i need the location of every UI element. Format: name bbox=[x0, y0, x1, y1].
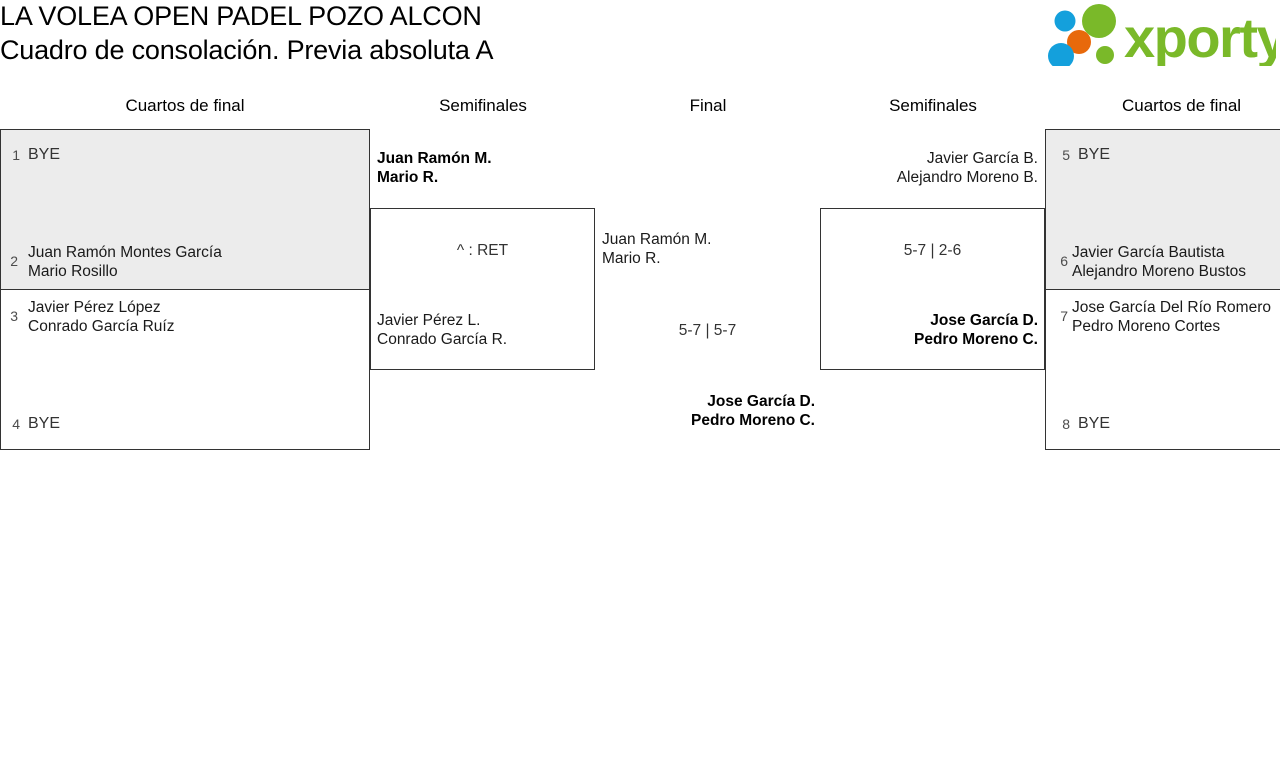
right-qf1-highlight bbox=[1046, 130, 1280, 289]
entrant-name: Alejandro Moreno Bustos bbox=[1072, 263, 1247, 280]
entrant-name: Mario R. bbox=[602, 250, 661, 267]
entrant-name: Javier Pérez L. bbox=[377, 312, 481, 329]
entrant-name: BYE bbox=[28, 146, 61, 163]
left-semifinal-score: ^ : RET bbox=[456, 242, 509, 259]
seed-number: 8 bbox=[1062, 416, 1070, 432]
right-semifinal-box bbox=[820, 208, 1045, 370]
seed-number: 1 bbox=[12, 147, 20, 163]
final-bottom-entrant[interactable]: Jose García D. Pedro Moreno C. bbox=[595, 392, 815, 430]
seed-number: 4 bbox=[12, 416, 20, 432]
left-qf2-bottom-entrant[interactable]: 4 BYE bbox=[0, 414, 360, 433]
seed-number: 2 bbox=[10, 253, 18, 269]
entrant-name: Juan Ramón M. bbox=[602, 231, 712, 248]
left-qf1-highlight bbox=[1, 130, 369, 289]
entrant-name: Javier Pérez López bbox=[28, 299, 161, 316]
final-top-entrant[interactable]: Juan Ramón M. Mario R. bbox=[602, 230, 817, 268]
seed-number: 7 bbox=[1060, 308, 1068, 324]
entrant-name: Conrado García R. bbox=[377, 331, 508, 348]
right-semifinal-bottom-entrant[interactable]: Jose García D. Pedro Moreno C. bbox=[823, 311, 1038, 349]
right-quarterfinals-box bbox=[1045, 129, 1280, 450]
entrant-name: Juan Ramón Montes García bbox=[28, 244, 222, 261]
entrant-name: Conrado García Ruíz bbox=[28, 318, 175, 335]
right-qf2-bottom-entrant[interactable]: 8 BYE bbox=[1052, 414, 1280, 433]
seed-number: 5 bbox=[1062, 147, 1070, 163]
right-qf1-bottom-entrant[interactable]: 6 Javier García Bautista Alejandro Moren… bbox=[1050, 243, 1280, 281]
svg-text:xporty: xporty bbox=[1124, 6, 1276, 66]
xporty-logo[interactable]: xporty bbox=[1048, 4, 1276, 66]
round-header-right-semis: Semifinales bbox=[889, 96, 977, 115]
round-header-right-quarters: Cuartos de final bbox=[1122, 96, 1242, 115]
entrant-name: BYE bbox=[1078, 146, 1111, 163]
entrant-name: Pedro Moreno Cortes bbox=[1072, 318, 1221, 335]
final-score: 5-7 | 5-7 bbox=[678, 322, 737, 339]
logo-dots-icon bbox=[1048, 4, 1116, 66]
entrant-name: Juan Ramón M. bbox=[377, 150, 492, 167]
right-qf2-top-entrant[interactable]: 7 Jose García Del Río Romero Pedro Moren… bbox=[1050, 298, 1280, 336]
left-qf-divider bbox=[0, 289, 370, 290]
left-qf1-bottom-entrant[interactable]: 2 Juan Ramón Montes García Mario Rosillo bbox=[0, 243, 360, 281]
entrant-name: Javier García B. bbox=[926, 150, 1038, 167]
entrant-name: Alejandro Moreno B. bbox=[896, 169, 1038, 186]
entrant-name: BYE bbox=[1078, 415, 1111, 432]
tournament-name: LA VOLEA OPEN PADEL POZO ALCON bbox=[0, 1, 482, 31]
left-quarterfinals-box bbox=[0, 129, 370, 450]
entrant-name: Jose García D. bbox=[930, 312, 1038, 329]
entrant-name: Mario Rosillo bbox=[28, 263, 118, 280]
logo-wordmark-icon: xporty bbox=[1124, 6, 1276, 66]
entrant-name: Pedro Moreno C. bbox=[690, 412, 815, 429]
seed-number: 6 bbox=[1060, 253, 1068, 269]
right-semifinal-score: 5-7 | 2-6 bbox=[903, 242, 962, 259]
right-semifinal-top-entrant[interactable]: Javier García B. Alejandro Moreno B. bbox=[823, 149, 1038, 187]
entrant-name: Mario R. bbox=[377, 169, 439, 186]
left-semifinal-box bbox=[370, 208, 595, 370]
entrant-name: BYE bbox=[28, 415, 61, 432]
round-header-final: Final bbox=[689, 96, 727, 115]
right-qf-divider bbox=[1045, 289, 1280, 290]
left-semifinal-bottom-entrant[interactable]: Javier Pérez L. Conrado García R. bbox=[377, 311, 592, 349]
round-header-left-quarters: Cuartos de final bbox=[125, 96, 245, 115]
seed-number: 3 bbox=[10, 308, 18, 324]
right-qf1-top-entrant[interactable]: 5 BYE bbox=[1052, 145, 1280, 164]
bracket-subtitle: Cuadro de consolación. Previa absoluta A bbox=[0, 35, 494, 65]
round-header-left-semis: Semifinales bbox=[439, 96, 527, 115]
left-semifinal-top-entrant[interactable]: Juan Ramón M. Mario R. bbox=[377, 149, 592, 187]
entrant-name: Jose García Del Río Romero bbox=[1072, 299, 1271, 316]
left-qf1-top-entrant[interactable]: 1 BYE bbox=[0, 145, 360, 164]
entrant-name: Javier García Bautista bbox=[1072, 244, 1225, 261]
entrant-name: Pedro Moreno C. bbox=[913, 331, 1038, 348]
entrant-name: Jose García D. bbox=[707, 393, 815, 410]
left-qf2-top-entrant[interactable]: 3 Javier Pérez López Conrado García Ruíz bbox=[0, 298, 360, 336]
